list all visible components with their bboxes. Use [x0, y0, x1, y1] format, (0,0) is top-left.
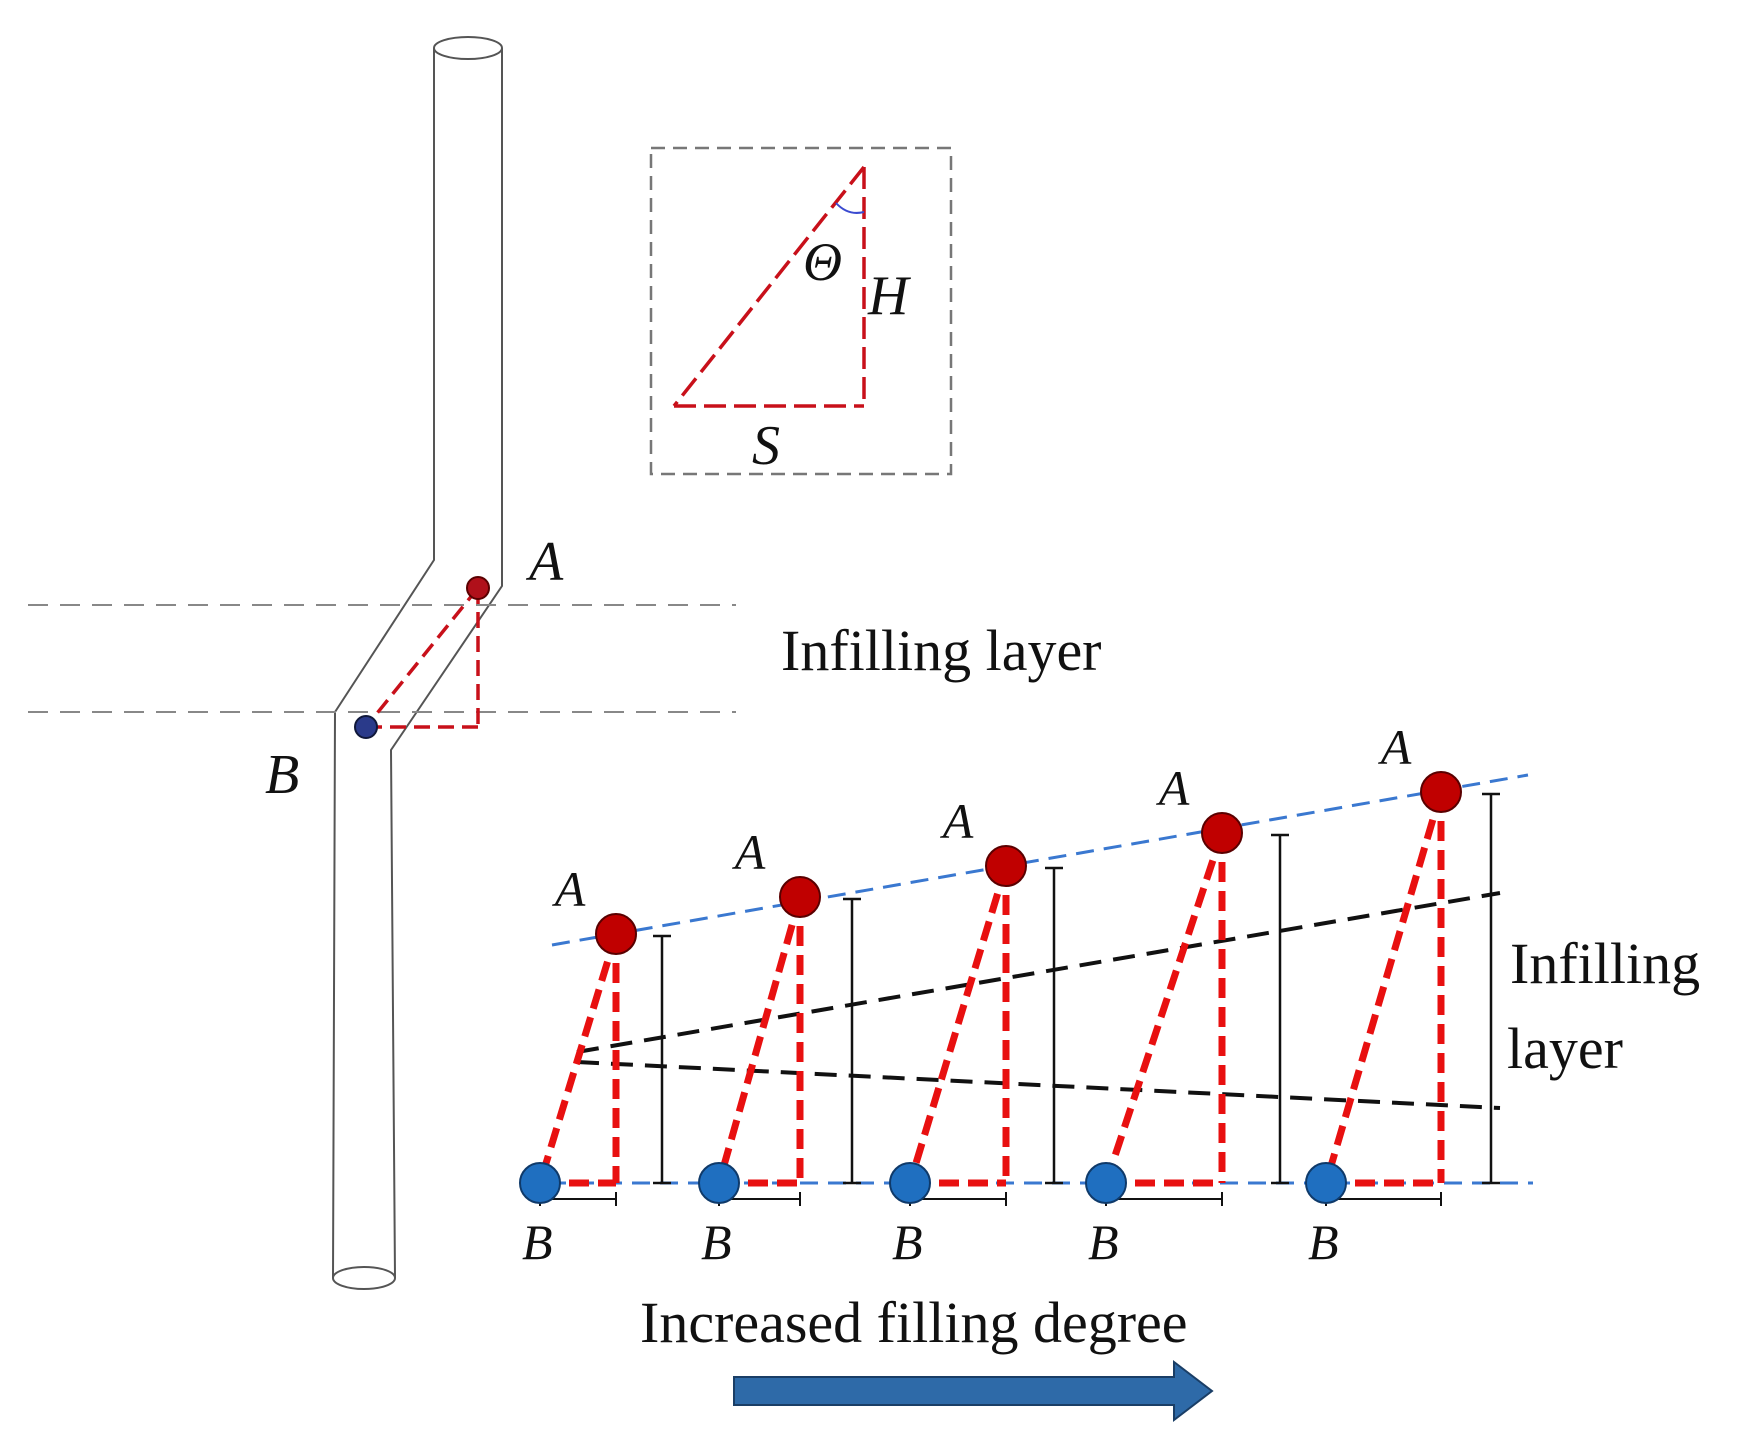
series-label-a-1: A: [552, 861, 586, 917]
infilling-layer-right-label-line2: layer: [1507, 1016, 1623, 1081]
series-label-a-4: A: [1156, 760, 1190, 816]
point-a-marker: [466, 576, 490, 600]
series-label-b-3: B: [892, 1214, 923, 1270]
series-point-b-4: [1085, 1162, 1127, 1204]
pipe-bottom-cap: [332, 1266, 396, 1290]
triangle-series: A B A B A B A B A B: [519, 719, 1500, 1270]
pipe-label-b: B: [265, 744, 299, 806]
top-fit-line: [551, 773, 1529, 947]
span-label-s: S: [752, 415, 780, 477]
pipe-label-a: A: [525, 531, 564, 593]
series-triangle-3: [906, 864, 1010, 1187]
series-label-b-5: B: [1308, 1214, 1339, 1270]
increased-filling-degree-label: Increased filling degree: [640, 1290, 1188, 1355]
series-point-b-1: [519, 1162, 561, 1204]
height-label-h: H: [867, 265, 911, 327]
theta-angle-arc: [835, 202, 865, 214]
series-point-b-2: [698, 1162, 740, 1204]
series-triangle-2: [715, 896, 804, 1187]
series-point-a-4: [1201, 812, 1243, 854]
theta-label: Θ: [803, 232, 842, 292]
point-b-marker: [354, 715, 378, 739]
infilling-layer-boundaries: [28, 604, 736, 713]
infilling-layer-right-label-line1: Infilling: [1510, 931, 1700, 996]
infilling-layer-label: Infilling layer: [781, 618, 1102, 683]
height-bracket-3: [1045, 866, 1063, 1185]
inset-triangle: [672, 165, 866, 408]
series-point-b-3: [889, 1162, 931, 1204]
series-label-a-3: A: [940, 793, 974, 849]
series-triangle-1: [536, 932, 620, 1187]
series-triangle-4: [1102, 831, 1226, 1187]
series-label-b-4: B: [1088, 1214, 1119, 1270]
series-label-b-1: B: [522, 1214, 553, 1270]
series-label-a-2: A: [732, 824, 766, 880]
height-bracket-1: [653, 934, 671, 1185]
direction-arrow: [733, 1359, 1214, 1423]
height-bracket-5: [1482, 792, 1500, 1185]
bent-pipe: [332, 36, 503, 1290]
series-triangle-5: [1322, 791, 1445, 1187]
series-point-a-3: [985, 845, 1027, 887]
series-point-a-2: [779, 876, 821, 918]
height-bracket-4: [1271, 833, 1289, 1185]
series-label-a-5: A: [1378, 719, 1412, 775]
infill-lower-bound: [576, 1060, 1501, 1110]
inset-box: [649, 146, 953, 476]
pipe-triangle: [364, 586, 480, 729]
series-label-b-2: B: [701, 1214, 732, 1270]
pipe-left-wall: [332, 48, 435, 1279]
pipe-top-cap: [433, 36, 503, 60]
height-bracket-2: [843, 897, 861, 1185]
series-point-a-5: [1420, 771, 1462, 813]
series-point-a-1: [595, 913, 637, 955]
infill-upper-bound: [576, 891, 1501, 1054]
pipe-right-wall: [389, 48, 503, 1279]
series-point-b-5: [1305, 1162, 1347, 1204]
